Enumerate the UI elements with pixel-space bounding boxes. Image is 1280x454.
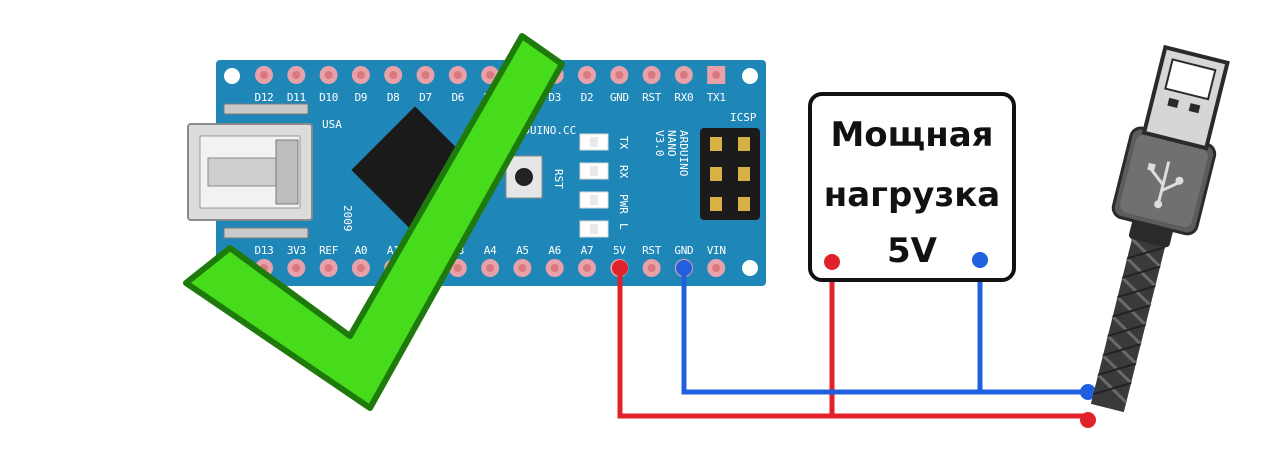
top-pin-label: D8 xyxy=(387,91,400,104)
usb-icon xyxy=(1090,44,1230,413)
top-pin-hole xyxy=(647,71,656,79)
led-lens xyxy=(590,224,598,234)
board-name: ARDUINO NANO V3.0 xyxy=(653,130,690,183)
top-pin-label: RX0 xyxy=(674,91,693,104)
board-name-line1: ARDUINO xyxy=(677,130,690,176)
load-line2: нагрузка xyxy=(824,175,1000,215)
icsp-label: ICSP xyxy=(730,111,757,124)
usb-negative-dot xyxy=(1080,384,1096,400)
top-pin-label: RST xyxy=(642,91,662,104)
bottom-pin-label: A6 xyxy=(548,244,561,257)
icsp-header xyxy=(700,128,760,220)
bottom-pin-label: A4 xyxy=(484,244,497,257)
led-lens xyxy=(590,137,598,147)
bottom-pin-label: D13 xyxy=(255,244,274,257)
checkmark-icon xyxy=(183,33,565,411)
bottom-pin-label: A5 xyxy=(516,244,529,257)
load-positive-dot xyxy=(824,254,840,270)
mount-hole xyxy=(224,68,240,84)
load-line3: 5V xyxy=(887,231,938,271)
bottom-pin-hole xyxy=(292,264,301,272)
top-pin-hole xyxy=(679,71,688,79)
bottom-pin-hole xyxy=(583,264,591,272)
bottom-pin-label: A0 xyxy=(355,244,368,257)
bottom-pin-label: REF xyxy=(319,244,338,257)
bottom-pin-hole xyxy=(712,264,721,272)
led-label: RX xyxy=(617,165,630,179)
negative-wire xyxy=(681,268,1088,395)
mount-hole xyxy=(742,68,758,84)
top-pin-hole xyxy=(712,71,721,79)
top-pin-label: D12 xyxy=(255,91,274,104)
bottom-pin-hole xyxy=(550,264,559,272)
led-lens xyxy=(590,166,598,176)
top-pin-hole xyxy=(356,71,365,79)
bottom-pin-hole xyxy=(486,264,495,272)
pin-5v-dot xyxy=(612,260,628,276)
top-pin-hole xyxy=(453,71,462,79)
led-label: PWR xyxy=(617,194,630,214)
bottom-pin-label: 3V3 xyxy=(287,244,306,257)
top-pin-hole xyxy=(583,71,591,79)
usa-label: USA xyxy=(322,118,342,131)
bottom-pin-hole xyxy=(453,264,462,272)
load-box: Мощная нагрузка 5V xyxy=(808,92,1016,282)
load-negative-dot xyxy=(972,252,988,268)
board-name-line3: V3.0 xyxy=(653,130,666,157)
usb-positive-dot xyxy=(1080,412,1096,428)
top-pin-hole xyxy=(615,71,624,79)
led-lens xyxy=(590,195,598,205)
load-line1: Мощная xyxy=(830,115,993,155)
reset-button xyxy=(505,155,543,199)
top-pin-label: D9 xyxy=(355,91,368,104)
year-label: 2009 xyxy=(341,205,354,232)
top-pin-label: D2 xyxy=(581,91,594,104)
top-pin-label: D7 xyxy=(419,91,432,104)
pin-gnd-dot xyxy=(676,260,692,276)
top-pin-hole xyxy=(421,71,430,79)
bottom-pin-label: GND xyxy=(674,244,693,257)
bottom-pin-label: A7 xyxy=(581,244,594,257)
bottom-pin-label: RST xyxy=(642,244,662,257)
led-label: TX xyxy=(617,136,630,150)
bottom-pin-row: D133V3REFA0A1A2A3A4A5A6A75VRSTGNDVIN xyxy=(255,244,726,277)
top-pin-label: GND xyxy=(610,91,629,104)
top-pin-label: TX1 xyxy=(707,91,726,104)
bottom-pin-label: 5V xyxy=(613,244,626,257)
top-pin-hole xyxy=(324,71,333,79)
bottom-pin-hole xyxy=(324,264,333,272)
positive-wire xyxy=(617,268,1088,419)
led-label: L xyxy=(617,223,630,230)
top-pin-hole xyxy=(389,71,398,79)
bottom-pin-hole xyxy=(356,264,365,272)
board-name-line2: NANO xyxy=(665,130,678,157)
bottom-pin-hole xyxy=(518,264,527,272)
led-column: TX RX PWR L xyxy=(579,133,630,238)
reset-label: RST xyxy=(552,169,565,189)
top-pin-hole xyxy=(260,71,268,79)
top-pin-label: D10 xyxy=(319,91,338,104)
top-pin-label: D3 xyxy=(548,91,561,104)
bottom-pin-label: VIN xyxy=(707,244,726,257)
mount-hole xyxy=(742,260,758,276)
top-pin-hole xyxy=(486,71,495,79)
top-pin-hole xyxy=(292,71,301,79)
bottom-pin-hole xyxy=(647,264,656,272)
top-pin-label: D11 xyxy=(287,91,306,104)
mini-usb-connector xyxy=(187,103,313,239)
top-pin-label: D6 xyxy=(451,91,464,104)
wires xyxy=(617,260,1088,419)
